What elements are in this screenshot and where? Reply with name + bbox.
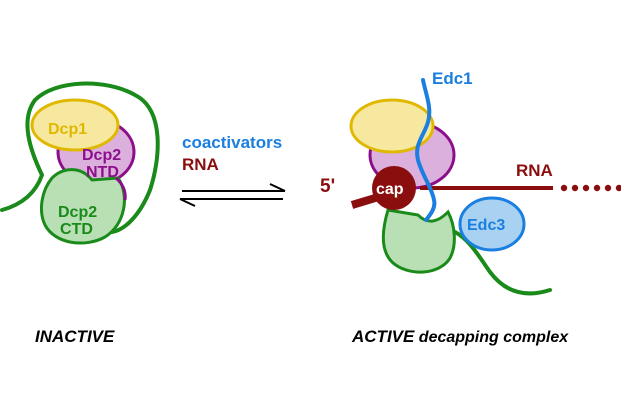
dcp2-ctd-label-line2: CTD (60, 221, 93, 238)
five-prime-label: 5' (320, 176, 335, 197)
dcp1-domain (30, 98, 120, 152)
active-dcp2-ctd-domain (381, 208, 456, 274)
active-dcp1-domain (349, 98, 435, 154)
active-complex: Edc1 5' cap RNA Edc3 ACTIVE decapping co… (320, 69, 621, 346)
cap-label: cap (376, 181, 404, 198)
edc3-domain (458, 196, 526, 252)
inactive-complex: Dcp1 Dcp2 NTD Dcp2 CTD INACTIVE (0, 81, 160, 346)
active-state-label: ACTIVE decapping complex (351, 327, 569, 346)
coactivators-label: coactivators (182, 133, 282, 152)
cap-structure (372, 166, 416, 210)
equilibrium-arrows (179, 183, 286, 207)
active-state-word: ACTIVE (351, 327, 415, 346)
rna-label-equilibrium: RNA (182, 155, 219, 174)
active-state-rest: decapping complex (414, 329, 569, 346)
dcp2-ctd-domain (40, 168, 126, 245)
edc1-strand (415, 78, 437, 222)
dcp2-ntd-label-line2: NTD (86, 164, 119, 181)
dcp2-ntd-label-line1: Dcp2 (82, 147, 121, 164)
edc1-label: Edc1 (432, 69, 473, 88)
rna-continuation-dots (560, 184, 621, 192)
rna-label-active: RNA (516, 161, 553, 180)
dcp2-ntd-ctd-link (114, 176, 127, 201)
dcp1-label: Dcp1 (48, 121, 87, 138)
dcp2-linker-loop (0, 81, 160, 234)
inactive-state-label: INACTIVE (35, 327, 115, 346)
dcp2-ctd-label-line1: Dcp2 (58, 204, 97, 221)
equilibrium: coactivators RNA (179, 133, 286, 207)
edc3-label: Edc3 (467, 217, 505, 234)
